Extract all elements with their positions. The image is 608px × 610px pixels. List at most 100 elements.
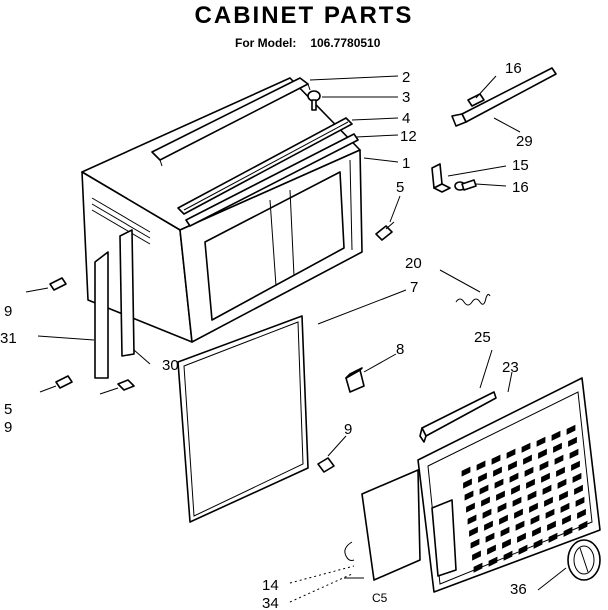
grille-slot bbox=[566, 424, 576, 435]
grille-slot bbox=[484, 520, 493, 531]
callout-25: 25 bbox=[474, 329, 491, 346]
grille-slot bbox=[563, 526, 573, 537]
callout-9-left: 9 bbox=[4, 303, 12, 320]
grille-slot bbox=[488, 556, 498, 567]
screw-5-left bbox=[55, 375, 73, 389]
callout-15: 15 bbox=[512, 157, 529, 174]
grille-slot bbox=[542, 484, 552, 495]
grille-slot bbox=[506, 448, 516, 459]
callout-2: 2 bbox=[402, 69, 410, 86]
bracket-29 bbox=[451, 67, 557, 127]
grille-slot bbox=[553, 442, 562, 453]
grille-slot bbox=[541, 472, 550, 483]
callout-14: 14 bbox=[262, 577, 279, 594]
callout-3: 3 bbox=[402, 89, 410, 106]
grille-slot bbox=[502, 538, 511, 549]
grille-slot bbox=[547, 520, 556, 531]
callout-20: 20 bbox=[405, 255, 422, 272]
top-rail-12 bbox=[185, 133, 359, 227]
grille-slot bbox=[470, 538, 480, 549]
callout-36: 36 bbox=[510, 581, 527, 598]
grille-slot bbox=[562, 514, 571, 525]
grille-slot bbox=[521, 442, 531, 453]
grille-slot bbox=[487, 544, 496, 555]
callout-9-lower: 9 bbox=[4, 419, 12, 436]
callout-1: 1 bbox=[402, 155, 410, 172]
grille-slot bbox=[523, 454, 532, 465]
clip-14 bbox=[344, 541, 355, 561]
grille-slot bbox=[482, 508, 492, 519]
grille-slot bbox=[526, 478, 535, 489]
model-subtitle: For Model:106.7780510 bbox=[235, 36, 380, 50]
grille-slot bbox=[518, 544, 528, 555]
grille-slot bbox=[515, 520, 525, 531]
callout-8: 8 bbox=[396, 341, 404, 358]
grille-slot bbox=[568, 436, 577, 447]
callout-12: 12 bbox=[400, 128, 417, 145]
grille-slot bbox=[508, 460, 517, 471]
grille-slot bbox=[533, 538, 543, 549]
grille-slot bbox=[539, 460, 549, 471]
front-grille-23 bbox=[417, 377, 601, 593]
filter-panel bbox=[361, 469, 421, 581]
grille-slot bbox=[560, 502, 570, 513]
screw-left-lower bbox=[117, 379, 135, 391]
grille-slot bbox=[517, 532, 526, 543]
grille-slot bbox=[536, 436, 546, 447]
grille-slot bbox=[574, 484, 583, 495]
grille-slot bbox=[545, 508, 555, 519]
callout-31: 31 bbox=[0, 330, 17, 347]
callout-7: 7 bbox=[410, 279, 418, 296]
grille-slot bbox=[476, 460, 486, 471]
screw-3 bbox=[307, 90, 321, 111]
callout-30: 30 bbox=[162, 357, 179, 374]
model-number: 106.7780510 bbox=[310, 36, 381, 50]
callout-5-left: 5 bbox=[4, 401, 12, 418]
grille-slot bbox=[473, 562, 483, 573]
grille-slot bbox=[571, 460, 580, 471]
grille-slot bbox=[509, 472, 519, 483]
screw-16-bottom bbox=[454, 179, 477, 191]
rear-panel-7 bbox=[177, 315, 309, 523]
grille-slot bbox=[466, 502, 475, 513]
callout-labels: 2 3 4 12 1 5 16 29 15 16 20 7 9 31 30 5 … bbox=[0, 60, 533, 610]
callout-c5: C5 bbox=[372, 591, 388, 605]
callout-16-bottom: 16 bbox=[512, 179, 529, 196]
side-strip-31 bbox=[94, 251, 109, 379]
leader-lines bbox=[25, 75, 567, 603]
screw-9-left bbox=[49, 277, 67, 291]
grille-slot bbox=[503, 550, 513, 561]
block-8 bbox=[345, 367, 365, 393]
callout-29: 29 bbox=[516, 133, 533, 150]
callout-16-top: 16 bbox=[505, 60, 522, 77]
strip-25 bbox=[419, 391, 497, 443]
screw-5-cabinet bbox=[375, 221, 395, 241]
grille-slot bbox=[572, 472, 582, 483]
grille-slot bbox=[479, 484, 489, 495]
grille-slot bbox=[461, 466, 471, 477]
callout-5-cabinet: 5 bbox=[396, 179, 404, 196]
grille-slot bbox=[578, 520, 588, 531]
grille-slot bbox=[485, 532, 495, 543]
grille-slot bbox=[478, 472, 487, 483]
grille-slot bbox=[577, 508, 586, 519]
grille-slot bbox=[551, 430, 561, 441]
grille-slot bbox=[464, 490, 474, 501]
grille-slot bbox=[494, 478, 504, 489]
top-rail-2 bbox=[151, 77, 311, 167]
grille-slot bbox=[472, 550, 481, 561]
knob-36 bbox=[567, 539, 601, 581]
grille-slot bbox=[530, 514, 540, 525]
grille-slot bbox=[496, 490, 505, 501]
clip-15 bbox=[431, 163, 451, 193]
grille-slot bbox=[514, 508, 523, 519]
callout-23: 23 bbox=[502, 359, 519, 376]
grille-slot bbox=[548, 532, 558, 543]
grille-slot bbox=[559, 490, 568, 501]
grille-slot bbox=[544, 496, 553, 507]
grille-slot bbox=[493, 466, 502, 477]
spring-20 bbox=[455, 293, 491, 306]
screw-16-top bbox=[467, 93, 485, 107]
grille-slot bbox=[575, 496, 585, 507]
callout-34: 34 bbox=[262, 595, 279, 610]
